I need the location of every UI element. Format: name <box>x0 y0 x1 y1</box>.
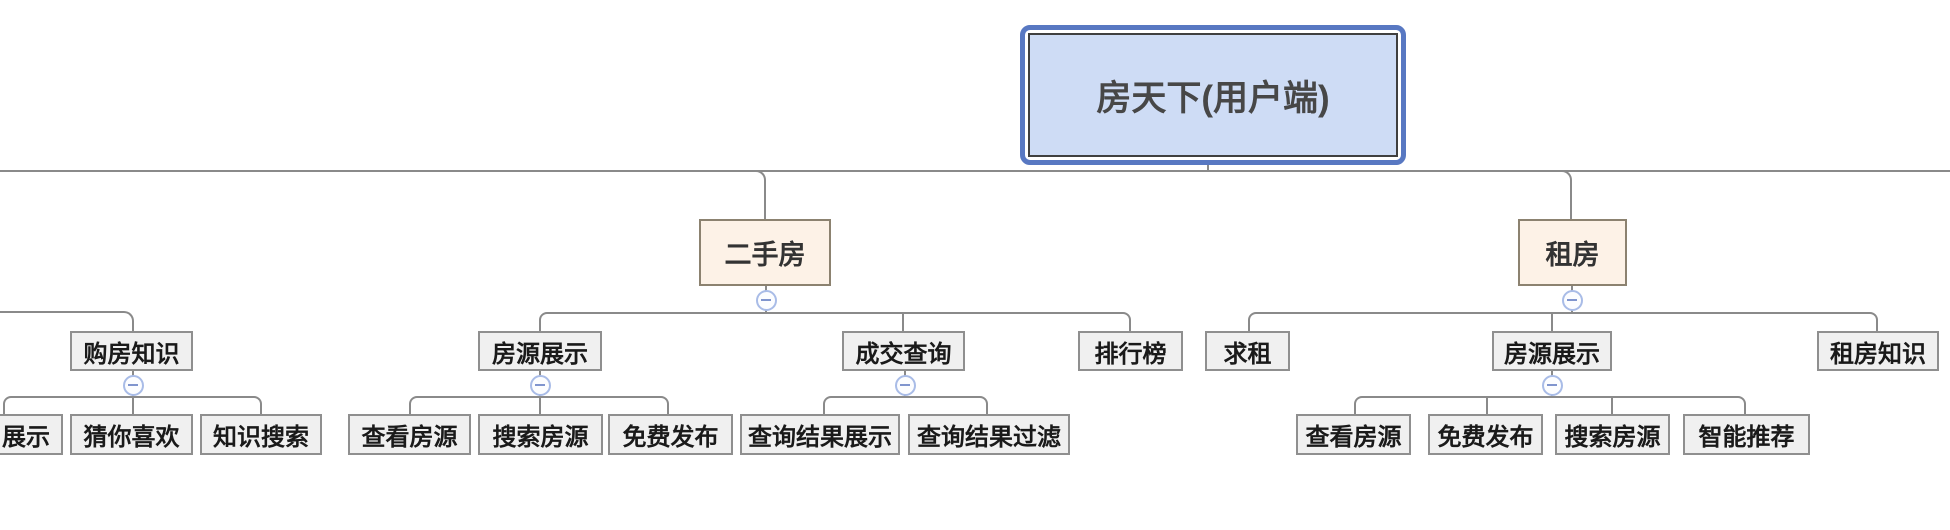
topic-node[interactable]: 查询结果过滤 <box>908 414 1070 455</box>
collapse-minus-icon[interactable] <box>1541 374 1563 396</box>
topic-node[interactable]: 展示 <box>0 414 63 455</box>
minus-glyph <box>128 384 138 386</box>
topic-node[interactable]: 智能推荐 <box>1683 414 1810 455</box>
root-node[interactable]: 房天下(用户端) <box>1020 25 1406 165</box>
topic-node[interactable]: 排行榜 <box>1078 331 1183 371</box>
branch-node[interactable]: 二手房 <box>699 219 831 286</box>
topic-node[interactable]: 免费发布 <box>608 414 733 455</box>
topic-node[interactable]: 房源展示 <box>1492 331 1612 371</box>
minus-glyph <box>535 384 545 386</box>
connector-elbow <box>823 396 988 415</box>
connector-elbow <box>3 396 262 415</box>
connector-elbow <box>1248 312 1878 331</box>
topic-node[interactable]: 成交查询 <box>842 331 965 371</box>
root-node-label: 房天下(用户端) <box>1028 33 1398 157</box>
connector-line <box>1551 313 1553 332</box>
connector-elbow <box>539 312 1131 331</box>
branch-node[interactable]: 租房 <box>1518 219 1627 286</box>
topic-node[interactable]: 租房知识 <box>1817 331 1939 371</box>
topic-node[interactable]: 知识搜索 <box>200 414 322 455</box>
topic-node[interactable]: 购房知识 <box>70 331 193 371</box>
connector-elbow <box>409 396 669 415</box>
connector-line <box>902 313 904 332</box>
topic-node[interactable]: 查看房源 <box>348 414 471 455</box>
topic-node[interactable]: 求租 <box>1205 331 1290 371</box>
collapse-minus-icon[interactable] <box>755 289 777 311</box>
collapse-minus-icon[interactable] <box>122 374 144 396</box>
minus-glyph <box>900 384 910 386</box>
connector-line <box>0 170 1950 172</box>
connector-elbow <box>1554 170 1572 219</box>
collapse-minus-icon[interactable] <box>529 374 551 396</box>
topic-node[interactable]: 搜索房源 <box>478 414 603 455</box>
connector-elbow <box>0 311 134 331</box>
minus-glyph <box>1567 299 1577 301</box>
topic-node[interactable]: 查看房源 <box>1296 414 1411 455</box>
topic-node[interactable]: 免费发布 <box>1428 414 1543 455</box>
collapse-minus-icon[interactable] <box>894 374 916 396</box>
topic-node[interactable]: 猜你喜欢 <box>70 414 193 455</box>
connector-line <box>1611 397 1613 415</box>
connector-line <box>1207 163 1209 172</box>
topic-node[interactable]: 查询结果展示 <box>740 414 900 455</box>
connector-line <box>1486 397 1488 415</box>
minus-glyph <box>761 299 771 301</box>
minus-glyph <box>1547 384 1557 386</box>
connector-elbow <box>748 170 766 219</box>
topic-node[interactable]: 搜索房源 <box>1555 414 1670 455</box>
connector-elbow <box>1354 396 1746 415</box>
collapse-minus-icon[interactable] <box>1561 289 1583 311</box>
topic-node[interactable]: 房源展示 <box>478 331 602 371</box>
